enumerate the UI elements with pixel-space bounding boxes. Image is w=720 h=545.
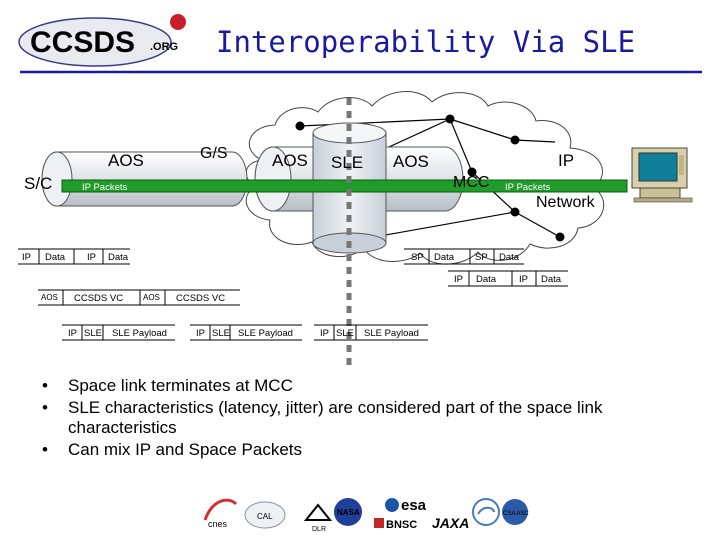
dlr-logo: DLR — [303, 503, 333, 533]
network-label: Network — [536, 194, 596, 211]
dlr-logo-text: DLR — [312, 526, 326, 533]
computer-icon — [631, 147, 693, 203]
partner-logo-8 — [472, 498, 500, 526]
row2-ip-b: IP — [519, 274, 528, 285]
ccsds-logo: CCSDS .ORG — [18, 14, 186, 67]
gs-label: G/S — [200, 145, 228, 162]
row1-data-d: Data — [499, 252, 520, 263]
logo-dot-icon — [170, 14, 186, 30]
ground-link-pipe — [254, 146, 464, 212]
bullet-item: Space link terminates at MCC — [38, 376, 688, 396]
jaxa-logo-text: JAXA — [432, 515, 469, 531]
logo-text: CCSDS — [30, 26, 135, 59]
protocol-row-2: IP Data IP Data — [448, 270, 568, 287]
slide-title: Interoperability Via SLE — [216, 25, 635, 59]
row4-sle-2: SLE — [212, 328, 230, 339]
row4-sle-3: SLE — [336, 328, 354, 339]
bullet-item: SLE characteristics (latency, jitter) ar… — [38, 398, 688, 438]
esa-logo: esa — [385, 497, 427, 514]
svg-text:CAL: CAL — [257, 512, 273, 521]
row4-ip-3: IP — [320, 328, 329, 339]
agency-logos: cnes CAL DLR NASA esa BNSC JAXA — [203, 497, 529, 533]
esa-logo-text: esa — [401, 497, 427, 514]
csa-logo: CSA ASC — [502, 499, 529, 525]
protocol-row-1: IP Data IP Data SP Data SP Data — [18, 248, 524, 265]
row3-aos-a: AOS — [41, 293, 58, 302]
row4-payload-2: SLE Payload — [238, 328, 293, 339]
bnsc-logo: BNSC — [374, 518, 417, 531]
row1-data-a: Data — [45, 252, 66, 263]
sle-label: SLE — [331, 153, 363, 172]
jaxa-logo: JAXA — [432, 515, 469, 531]
row2-data-b: Data — [541, 274, 562, 285]
row1-ip-a: IP — [22, 252, 31, 263]
csa-logo-text: CSA ASC — [503, 511, 529, 517]
ip-packets-left-label: IP Packets — [82, 182, 127, 193]
row1-sp-a: SP — [411, 252, 424, 263]
nasa-logo-text: NASA — [337, 508, 360, 517]
row3-ccsds-vc-a: CCSDS VC — [74, 293, 123, 304]
sc-label: S/C — [24, 174, 52, 193]
logo-suffix: .ORG — [150, 41, 178, 53]
row3-ccsds-vc-b: CCSDS VC — [176, 293, 225, 304]
row1-ip-b: IP — [87, 252, 96, 263]
aos-right-label: AOS — [393, 152, 429, 171]
cnes-logo-text: cnes — [208, 519, 228, 529]
protocol-row-3: AOS CCSDS VC AOS CCSDS VC — [38, 289, 240, 306]
row3-aos-b: AOS — [143, 293, 160, 302]
bullet-item: Can mix IP and Space Packets — [38, 440, 688, 460]
aos-mid-label: AOS — [272, 151, 308, 170]
row4-payload-3: SLE Payload — [364, 328, 419, 339]
aos-left-label: AOS — [108, 151, 144, 170]
row4-ip-1: IP — [68, 328, 77, 339]
row2-data-a: Data — [476, 274, 497, 285]
nasa-logo: NASA — [334, 498, 362, 526]
row1-data-b: Data — [108, 252, 129, 263]
protocol-row-4: IP SLE SLE Payload IP SLE SLE Payload IP… — [62, 324, 428, 341]
partner-logo-2: CAL — [244, 501, 286, 529]
row1-sp-b: SP — [475, 252, 488, 263]
ip-packets-right-label: IP Packets — [505, 182, 550, 193]
ip-packets-bar — [61, 179, 628, 193]
ip-label: IP — [558, 151, 574, 170]
mcc-label: MCC — [453, 174, 489, 191]
row4-sle-1: SLE — [84, 328, 102, 339]
bullet-list: Space link terminates at MCC SLE charact… — [38, 376, 688, 462]
row4-payload-1: SLE Payload — [112, 328, 167, 339]
bnsc-logo-text: BNSC — [386, 519, 417, 531]
row1-data-c: Data — [434, 252, 455, 263]
row2-ip-a: IP — [454, 274, 463, 285]
cnes-logo: cnes — [203, 498, 238, 529]
row4-ip-2: IP — [196, 328, 205, 339]
